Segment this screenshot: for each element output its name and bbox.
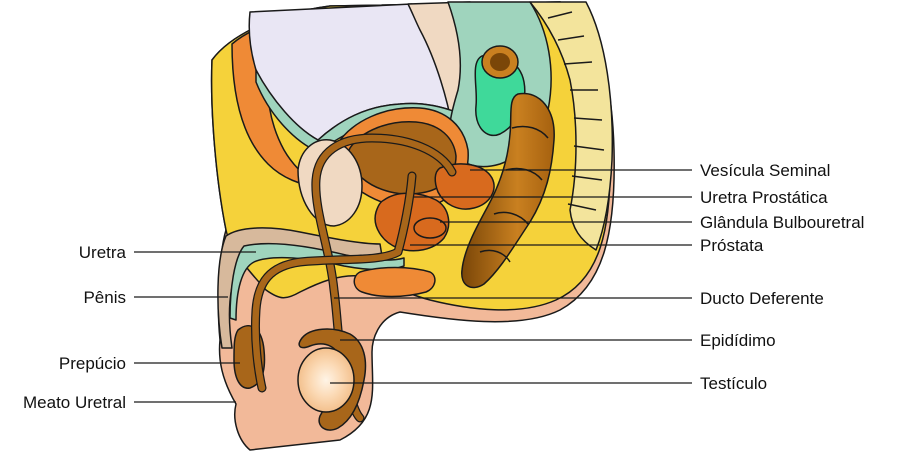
epididymis	[298, 328, 367, 431]
bulbourethral-gland	[413, 217, 447, 239]
colon	[461, 92, 555, 289]
sacrum	[529, 1, 614, 251]
label-vesicula-seminal: Vesícula Seminal	[700, 161, 830, 180]
label-epididimo: Epidídimo	[700, 331, 776, 350]
label-prostata: Próstata	[700, 236, 764, 255]
label-prepucio: Prepúcio	[59, 354, 126, 373]
label-penis: Pênis	[83, 288, 126, 307]
leader-lines-left	[134, 251, 256, 403]
label-uretra-prostatica: Uretra Prostática	[700, 188, 828, 207]
label-glandula-bulbouretral: Glândula Bulbouretral	[700, 213, 864, 232]
leader-lines-right	[330, 169, 692, 384]
label-meato-uretral: Meato Uretral	[23, 393, 126, 412]
label-uretra: Uretra	[79, 243, 127, 262]
testis	[297, 347, 355, 413]
perineal-tissue	[353, 266, 436, 298]
label-ducto-deferente: Ducto Deferente	[700, 289, 824, 308]
label-testiculo: Testículo	[700, 374, 767, 393]
urethra-duct	[252, 172, 416, 392]
